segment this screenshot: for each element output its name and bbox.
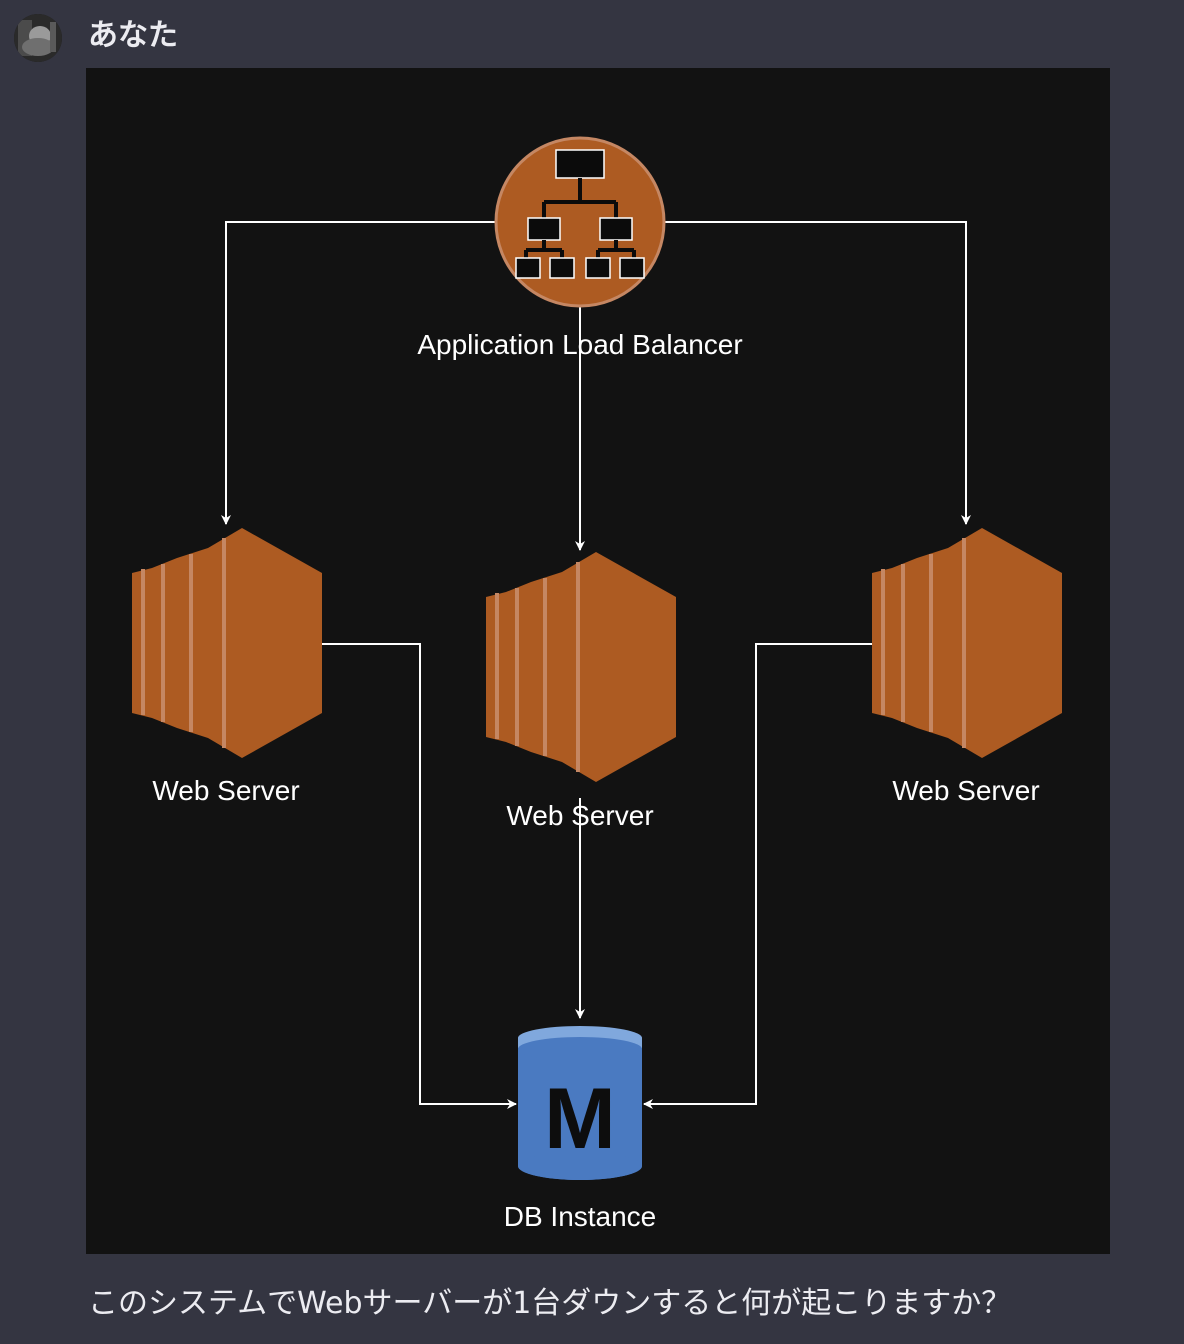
message-author: あなた [88,18,178,53]
web-server-label: Web Server [506,800,653,831]
web-server-label: Web Server [152,775,299,806]
user-avatar-icon[interactable] [14,14,62,62]
server-db-connector-left [320,643,517,1109]
lb-connector-right [664,221,971,525]
server-db-connector-right [643,643,872,1109]
web-server-label: Web Server [892,775,1039,806]
ec2-instance-icon [132,528,322,758]
architecture-diagram-image: Application Load Balancer Web Server Web… [86,68,1110,1254]
ec2-instance-icon [872,528,1062,758]
database-label: DB Instance [504,1201,657,1232]
message-text: このシステムでWebサーバーが1台ダウンすると何が起こりますか？ [88,1286,1012,1321]
database-icon: M [518,1026,642,1180]
ec2-instance-icon [486,552,676,782]
load-balancer-icon [494,136,666,308]
lb-connector-left [221,221,496,525]
load-balancer-label: Application Load Balancer [417,329,742,360]
database-letter: M [544,1071,616,1167]
